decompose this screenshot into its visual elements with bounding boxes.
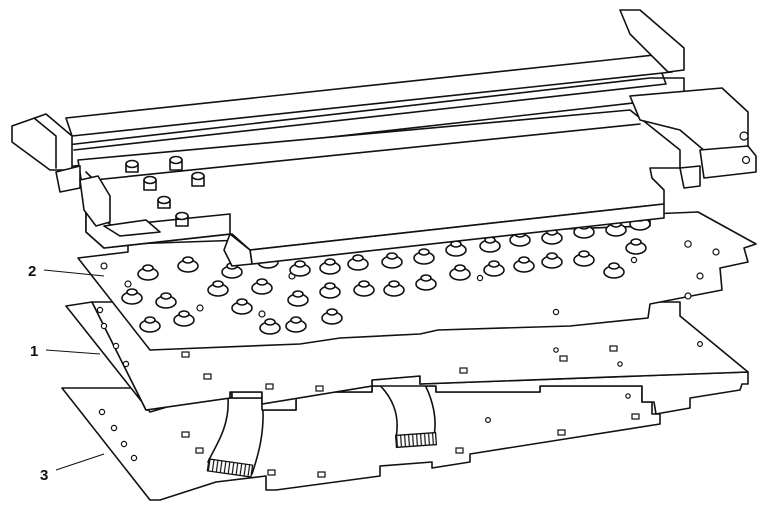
membrane-3-holes — [98, 393, 640, 478]
keyboard-frame-assembly — [11, 9, 757, 267]
spacer-sheet-holes — [96, 306, 703, 392]
rubber-domes — [121, 214, 651, 335]
plate-standoffs — [125, 155, 205, 227]
callout-1: 1 — [30, 343, 101, 360]
callout-label-1: 1 — [30, 343, 38, 360]
callout-label-2: 2 — [28, 263, 36, 280]
ribbon-cables — [206, 375, 438, 478]
callout-3: 3 — [40, 453, 105, 484]
callout-label-3: 3 — [40, 467, 48, 484]
dome-sheet-holes — [100, 240, 720, 318]
callouts: 2 1 3 — [28, 263, 105, 484]
callout-2: 2 — [28, 263, 105, 280]
